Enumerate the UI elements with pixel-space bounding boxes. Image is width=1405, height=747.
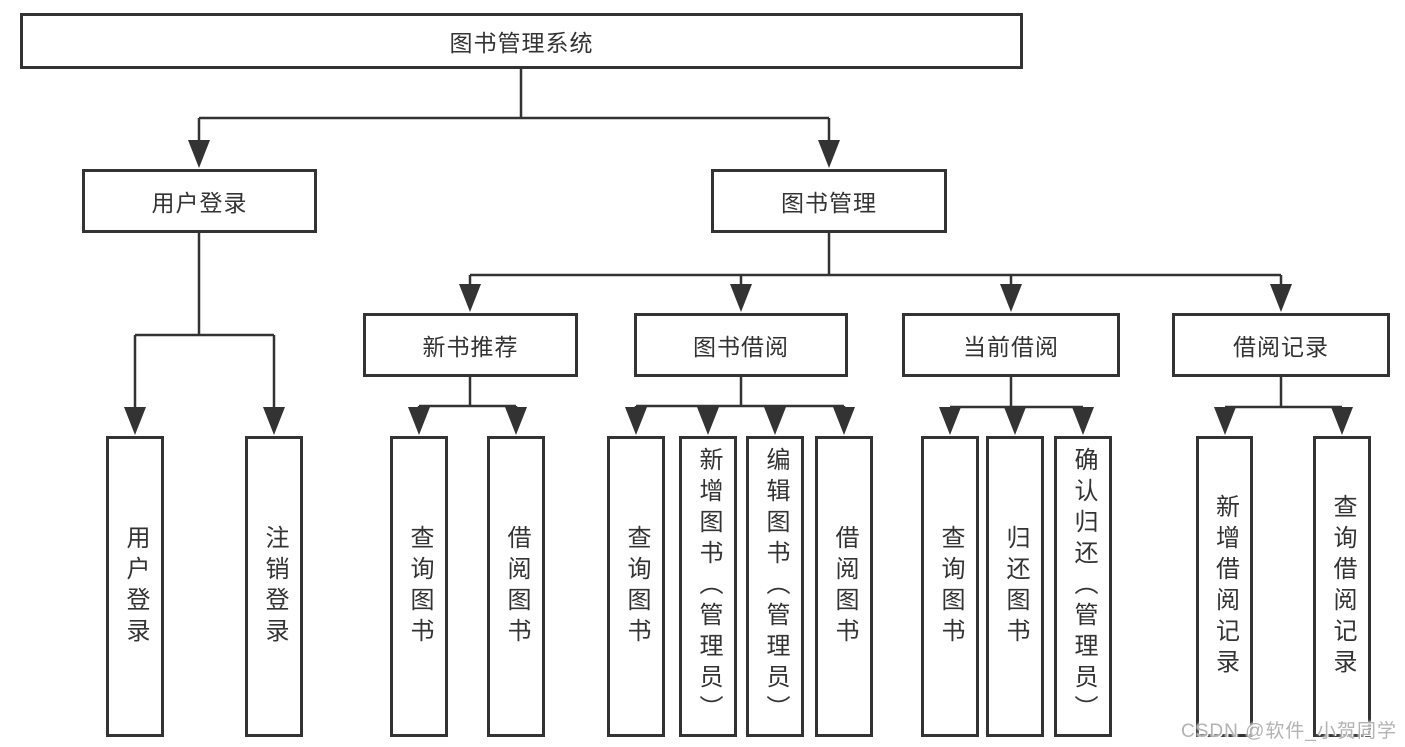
leaf-query-books-current: 查询图书 [921,436,979,737]
leaf-query-borrow-record: 查询借阅记录 [1313,436,1371,737]
leaf-query-books-borrowing: 查询图书 [607,436,665,737]
node-current-borrowing: 当前借阅 [902,313,1120,377]
node-book-borrowing: 图书借阅 [634,313,848,377]
csdn-watermark: CSDN @软件_小贺同学 [1181,721,1397,742]
node-borrowing-records: 借阅记录 [1172,313,1390,377]
leaf-user-login: 用户登录 [106,436,164,737]
leaf-add-borrow-record: 新增借阅记录 [1196,436,1253,737]
node-book-management: 图书管理 [711,169,947,233]
leaf-return-books: 归还图书 [986,436,1044,737]
node-user-login: 用户登录 [82,169,317,233]
leaf-borrow-books-borrowing: 借阅图书 [815,436,873,737]
leaf-borrow-books-recommend: 借阅图书 [487,436,545,737]
leaf-confirm-return-admin: 确认归还（管理员） [1054,436,1112,737]
leaf-query-books-recommend: 查询图书 [390,436,448,737]
leaf-logout-login: 注销登录 [245,436,303,737]
leaf-edit-books-admin: 编辑图书（管理员） [746,436,804,737]
node-new-book-recommendation: 新书推荐 [363,313,578,377]
arrowhead-icons [124,140,1353,435]
node-library-management-system: 图书管理系统 [20,13,1023,69]
leaf-add-books-admin: 新增图书（管理员） [679,436,737,737]
